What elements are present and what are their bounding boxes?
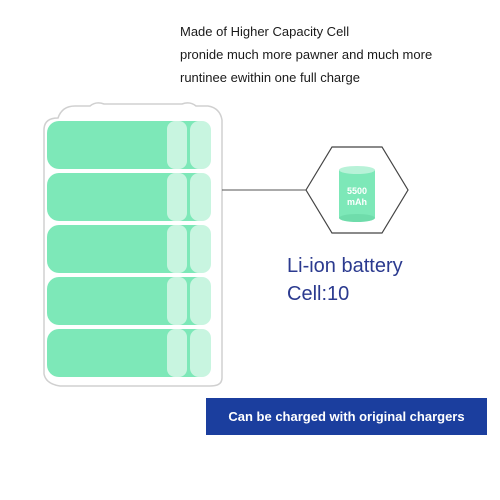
charger-banner-text: Can be charged with original chargers: [228, 409, 465, 424]
single-cell-icon: 5500 mAh: [339, 166, 375, 222]
headline: Made of Higher Capacity Cell pronide muc…: [180, 20, 490, 89]
cell-row-4: [47, 277, 211, 325]
battery-info: Li-ion battery Cell:10: [287, 252, 403, 308]
cell-count: Cell:10: [287, 283, 350, 305]
cell-row-5: [47, 329, 211, 377]
cell-row-3: [47, 225, 211, 273]
headline-line-1: Made of Higher Capacity Cell: [180, 24, 350, 39]
cell-row-2: [47, 173, 211, 221]
headline-line-2: pronide much more pawner and much more: [180, 47, 433, 62]
battery-type: Li-ion battery: [287, 255, 403, 277]
cell-row-1: [47, 121, 211, 169]
cell-capacity-value: 5500: [347, 186, 367, 196]
headline-line-3: runtinee ewithin one full charge: [180, 70, 360, 85]
cell-capacity-unit: mAh: [347, 197, 367, 207]
charger-banner: Can be charged with original chargers: [206, 398, 487, 435]
